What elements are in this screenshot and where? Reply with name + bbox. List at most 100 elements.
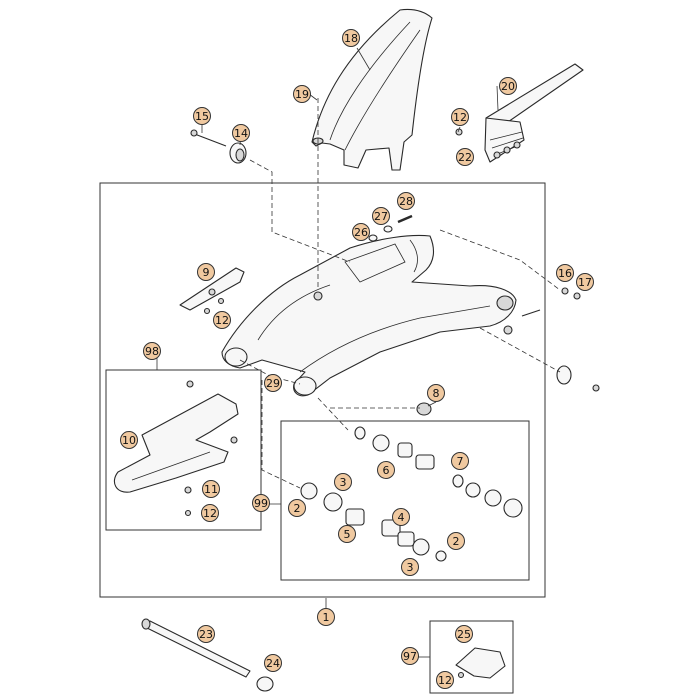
- callout-circle: [120, 431, 138, 449]
- callout-3: 3: [334, 473, 352, 491]
- callout-circle: [143, 342, 161, 360]
- callout-circle: [213, 311, 231, 329]
- callout-number: 24: [266, 657, 280, 670]
- callout-9: 9: [197, 263, 215, 281]
- callout-number: 2: [294, 502, 301, 515]
- callout-circle: [317, 608, 335, 626]
- chain-guard: [455, 63, 584, 163]
- callout-number: 28: [399, 195, 413, 208]
- callout-number: 9: [203, 266, 210, 279]
- callout-number: 6: [383, 464, 390, 477]
- callout-2: 2: [288, 499, 306, 517]
- plug-cap: [416, 402, 432, 416]
- swingarm: [221, 234, 517, 397]
- callout-circle: [455, 625, 473, 643]
- callout-circle: [352, 223, 370, 241]
- callout-27: 27: [372, 207, 390, 225]
- callout-number: 10: [122, 434, 136, 447]
- callout-number: 16: [558, 267, 572, 280]
- callout-number: 2: [453, 535, 460, 548]
- callout-23: 23: [197, 625, 215, 643]
- bearing-kit-frame: [280, 420, 530, 581]
- callout-98: 98: [143, 342, 161, 360]
- callout-circle: [451, 108, 469, 126]
- callout-circle: [447, 532, 465, 550]
- callout-16: 16: [556, 264, 574, 282]
- callout-number: 11: [204, 483, 218, 496]
- callout-circle: [576, 273, 594, 291]
- callout-number: 12: [453, 111, 467, 124]
- callout-number: 7: [457, 455, 464, 468]
- callout-circle: [427, 384, 445, 402]
- callout-1: 1: [317, 608, 335, 626]
- callout-99: 99: [252, 494, 270, 512]
- chain-slider-upper: [179, 267, 245, 315]
- callout-24: 24: [264, 654, 282, 672]
- callout-28: 28: [397, 192, 415, 210]
- adjuster-parts: [368, 214, 413, 242]
- callout-number: 12: [438, 674, 452, 687]
- pivot-axle: [141, 618, 274, 692]
- callout-circle: [392, 508, 410, 526]
- callout-number: 4: [398, 511, 405, 524]
- callout-circle: [456, 148, 474, 166]
- callout-circle: [556, 264, 574, 282]
- callout-11: 11: [202, 480, 220, 498]
- callout-number: 5: [344, 528, 351, 541]
- callout-number: 3: [407, 561, 414, 574]
- callout-circle: [499, 77, 517, 95]
- chain-guide: [113, 380, 239, 517]
- callout-29: 29: [264, 374, 282, 392]
- callout-circle: [264, 374, 282, 392]
- callout-circle: [202, 480, 220, 498]
- callout-22: 22: [456, 148, 474, 166]
- callout-number: 19: [295, 88, 309, 101]
- callout-circle: [334, 473, 352, 491]
- callout-number: 98: [145, 345, 159, 358]
- callout-circle: [436, 671, 454, 689]
- callout-number: 99: [254, 497, 268, 510]
- callout-97: 97: [401, 647, 419, 665]
- axle-nut-parts: [503, 287, 600, 392]
- callout-circle: [232, 124, 250, 142]
- callout-14: 14: [232, 124, 250, 142]
- main-assembly-frame: [99, 182, 546, 598]
- callout-circle: [377, 461, 395, 479]
- callout-circle: [401, 647, 419, 665]
- callout-2: 2: [447, 532, 465, 550]
- callout-number: 20: [501, 80, 515, 93]
- callout-12: 12: [213, 311, 231, 329]
- callout-19: 19: [293, 85, 311, 103]
- callout-3: 3: [401, 558, 419, 576]
- callout-number: 12: [203, 507, 217, 520]
- callout-circle: [397, 192, 415, 210]
- callout-number: 1: [323, 611, 330, 624]
- callout-number: 22: [458, 151, 472, 164]
- callout-number: 12: [215, 314, 229, 327]
- callout-circle: [372, 207, 390, 225]
- callout-circle: [401, 558, 419, 576]
- callout-number: 25: [457, 628, 471, 641]
- callout-4: 4: [392, 508, 410, 526]
- callout-12: 12: [436, 671, 454, 689]
- callout-circle: [264, 654, 282, 672]
- callout-circle: [252, 494, 270, 512]
- callout-circle: [197, 263, 215, 281]
- callout-20: 20: [499, 77, 517, 95]
- callout-circle: [197, 625, 215, 643]
- swingarm-protector: [455, 647, 506, 679]
- callout-10: 10: [120, 431, 138, 449]
- callout-6: 6: [377, 461, 395, 479]
- callout-number: 29: [266, 377, 280, 390]
- callout-number: 26: [354, 226, 368, 239]
- callout-12: 12: [451, 108, 469, 126]
- callout-12: 12: [201, 504, 219, 522]
- callout-15: 15: [193, 107, 211, 125]
- callout-number: 17: [578, 276, 592, 289]
- callout-number: 23: [199, 628, 213, 641]
- callout-number: 15: [195, 110, 209, 123]
- callout-number: 97: [403, 650, 417, 663]
